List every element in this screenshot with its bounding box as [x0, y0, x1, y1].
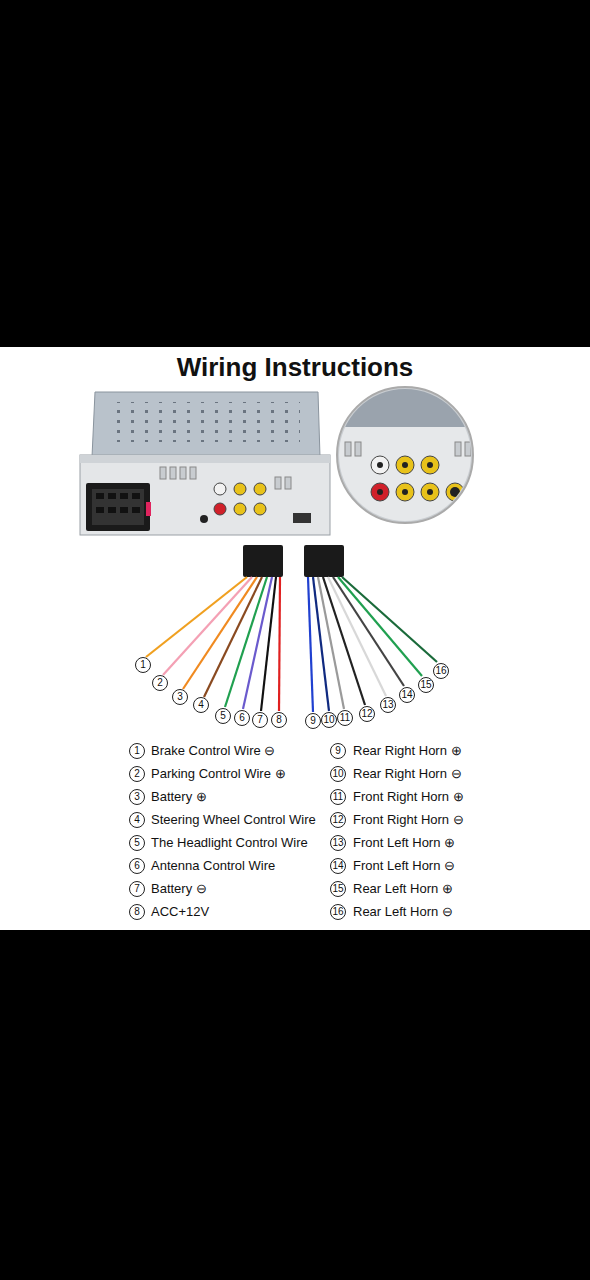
wire-function: Front Right Horn ⊕: [353, 789, 464, 805]
wire-function: Rear Left Horn ⊖: [353, 904, 453, 920]
legend-number: 11: [330, 789, 346, 805]
wire-function: Rear Right Horn ⊖: [353, 766, 462, 782]
wire-function: Rear Left Horn ⊕: [353, 881, 453, 897]
legend-number: 10: [330, 766, 346, 782]
callout-number: 5: [215, 708, 231, 724]
white-panel: Wiring Instructions123456789101112131415…: [0, 347, 590, 930]
callout-number: 12: [359, 706, 375, 722]
legend-number: 1: [129, 743, 145, 759]
legend-number: 4: [129, 812, 145, 828]
callout-number: 11: [337, 710, 353, 726]
callout-number: 10: [321, 712, 337, 728]
legend-number: 6: [129, 858, 145, 874]
callout-number: 2: [152, 675, 168, 691]
wire-function: Steering Wheel Control Wire: [151, 812, 316, 828]
wire-function: Front Left Horn ⊖: [353, 858, 455, 874]
legend-number: 16: [330, 904, 346, 920]
callout-number: 8: [271, 712, 287, 728]
legend-number: 13: [330, 835, 346, 851]
legend-number: 2: [129, 766, 145, 782]
callout-number: 3: [172, 689, 188, 705]
wire-function: Battery ⊕: [151, 789, 207, 805]
wire-function: Parking Control Wire ⊕: [151, 766, 286, 782]
wire-function: Antenna Control Wire: [151, 858, 275, 874]
wire-function: Rear Right Horn ⊕: [353, 743, 462, 759]
legend-number: 3: [129, 789, 145, 805]
callout-number: 1: [135, 657, 151, 673]
callout-number: 15: [418, 677, 434, 693]
legend-number: 8: [129, 904, 145, 920]
legend-number: 15: [330, 881, 346, 897]
wire-function: Front Right Horn ⊖: [353, 812, 464, 828]
title: Wiring Instructions: [0, 352, 590, 383]
legend-number: 12: [330, 812, 346, 828]
wire-function: ACC+12V: [151, 904, 209, 920]
legend-number: 7: [129, 881, 145, 897]
callout-number: 14: [399, 687, 415, 703]
wire-function: Battery ⊖: [151, 881, 207, 897]
legend-number: 14: [330, 858, 346, 874]
wire-function: Front Left Horn ⊕: [353, 835, 455, 851]
callout-number: 6: [234, 710, 250, 726]
callout-number: 4: [193, 697, 209, 713]
callout-number: 9: [305, 713, 321, 729]
callout-number: 16: [433, 663, 449, 679]
wire-function: The Headlight Control Wire: [151, 835, 308, 851]
wire-function: Brake Control Wire ⊖: [151, 743, 275, 759]
legend-number: 9: [330, 743, 346, 759]
callout-number: 13: [380, 697, 396, 713]
legend-number: 5: [129, 835, 145, 851]
callout-number: 7: [252, 712, 268, 728]
